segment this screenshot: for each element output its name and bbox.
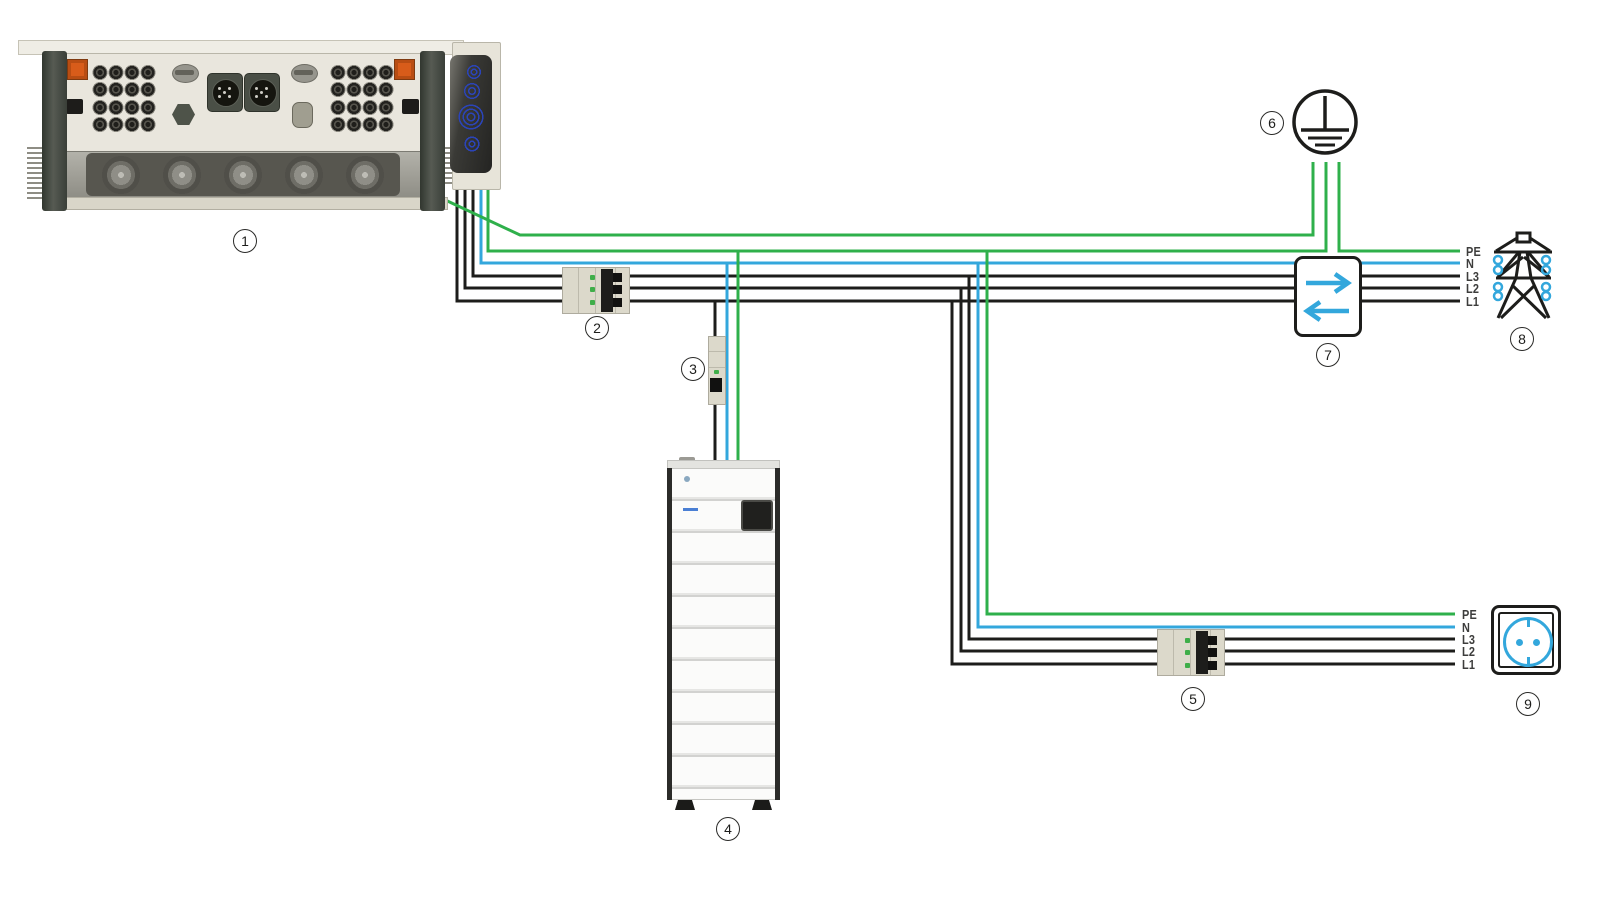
breaker-toggle [613,298,622,307]
aux-port-left [66,99,83,114]
aux-port-right [402,99,419,114]
breaker-indicator [1185,638,1190,643]
battery-edge-right [775,468,780,800]
socket-face [1503,617,1553,667]
mount-bracket-right [420,51,445,211]
heatsink-fins-left [27,147,43,199]
comm-port-icon-left [67,59,88,80]
pv-connectors-left-bottom [92,99,156,133]
bidirectional-arrows-icon [1303,272,1352,322]
socket-earth-clip-bottom [1526,657,1530,664]
l3-wire-backup [967,276,1455,641]
pe-wire-backup [985,251,1455,616]
l2-wire-backup [959,288,1455,653]
wire-label-socket-l3: L3 [1462,632,1476,647]
breaker-indicator [1185,663,1190,668]
battery-breaker [708,336,726,405]
ac-breaker [562,267,630,314]
pv-connectors-right-bottom [330,99,394,133]
ac-connection-cover [450,55,492,173]
ac-connector-icon-1 [207,73,243,112]
breaker-indicator [714,370,719,374]
l3-wire-main [471,168,1460,278]
breaker-indicator [590,275,595,280]
pv-connectors-right-top [330,64,394,98]
callout-battery-breaker: 3 [681,357,705,381]
socket-pin-hole [1516,639,1523,646]
battery-edge-left [667,468,672,800]
breaker-indicator [1185,650,1190,655]
pe-wire-chassis-ground [440,162,1315,237]
socket-frame [1498,612,1554,668]
dc-switch-icon-left [172,64,199,83]
n-wire-backup [976,263,1455,629]
callout-inverter: 1 [233,229,257,253]
ground-symbol-icon [1292,89,1358,155]
callout-battery: 4 [716,817,740,841]
wire-label-grid-l3: L3 [1466,269,1480,284]
inverter-base-strip [44,197,448,210]
pe-wire-ground-to-grid [1337,162,1460,253]
wire-label-socket-pe: PE [1462,607,1477,622]
breaker-toggle [1208,636,1217,645]
cable-gland-hex [172,104,195,125]
callout-ac-breaker: 2 [585,316,609,340]
breaker-switch-strip [601,269,613,312]
breaker-indicator [590,300,595,305]
cable-gland-oval [292,102,313,128]
socket-icon [1491,605,1561,675]
power-grid-icon [1492,231,1552,320]
battery-logo-icon [684,476,690,482]
pe-wire-inverter-ground [486,162,1328,253]
ac-connector-icon-2 [244,73,280,112]
wire-label-socket-n: N [1462,620,1471,635]
wire-label-socket-l1: L1 [1462,657,1476,672]
n-wire-main [479,168,1460,265]
mount-bracket-left [42,51,67,211]
battery-foot-left [675,800,695,810]
breaker-toggle [1208,648,1217,657]
breaker-switch-strip [1196,631,1208,674]
wire-label-grid-n: N [1466,256,1475,271]
callout-ground-bar: 6 [1260,111,1284,135]
wire-label-grid-l1: L1 [1466,294,1480,309]
l1-wire-main [455,168,1460,303]
callout-energy-meter: 7 [1316,343,1340,367]
energy-meter [1294,256,1362,337]
breaker-toggle [1208,661,1217,670]
battery-stack [667,457,780,810]
callout-power-grid: 8 [1510,327,1534,351]
battery-terminal [679,457,695,462]
socket-earth-clip-top [1526,620,1530,627]
battery-connector-box [741,500,773,531]
callout-backup-breaker: 5 [1181,687,1205,711]
wire-label-grid-pe: PE [1466,244,1481,259]
comm-port-icon-right [394,59,415,80]
breaker-toggle [613,285,622,294]
socket-pin-hole [1533,639,1540,646]
inverter-fans-icon [91,154,396,196]
battery-led-indicator [683,508,698,511]
breaker-toggle [710,378,722,392]
breaker-indicator [590,287,595,292]
callout-backup-socket: 9 [1516,692,1540,716]
battery-foot-right [752,800,772,810]
pv-connectors-left-top [92,64,156,98]
breaker-toggle [613,273,622,282]
wire-label-grid-l2: L2 [1466,281,1480,296]
backup-breaker [1157,629,1225,676]
l1-wire-backup [950,301,1455,666]
dc-switch-icon-right [291,64,318,83]
wire-label-socket-l2: L2 [1462,644,1476,659]
